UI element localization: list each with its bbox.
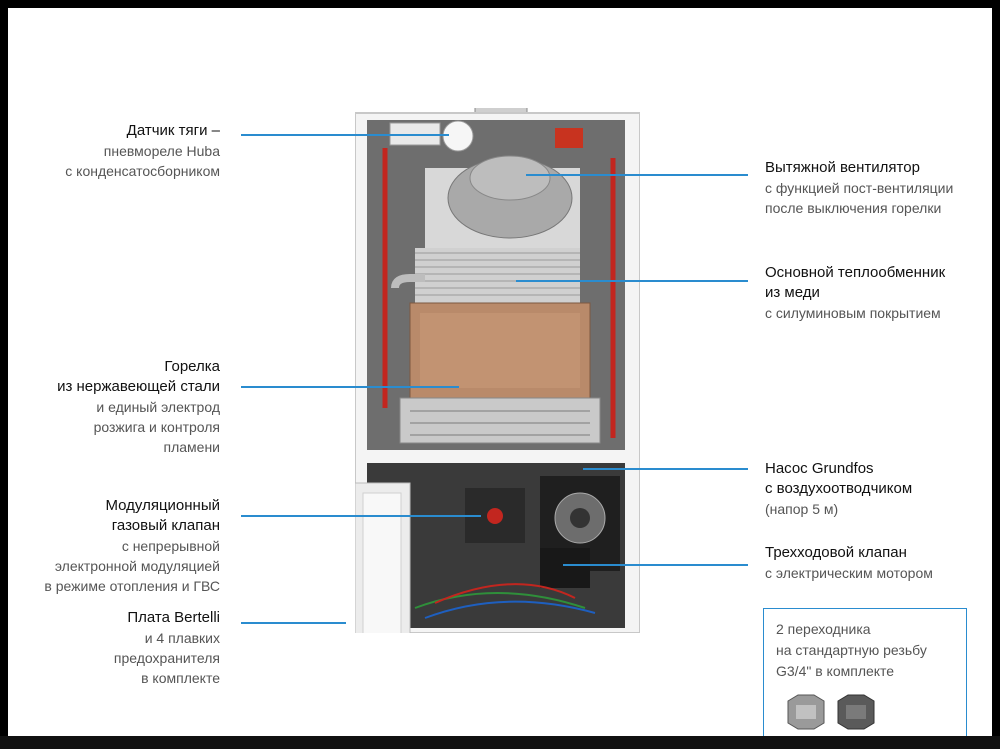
label-burner: Горелка из нержавеющей стали и единый эл… [28, 357, 220, 457]
label-gas-valve: Модуляционный газовый клапан с непрерывн… [13, 496, 220, 596]
boiler-illustration [355, 108, 640, 633]
label-pump: Насос Grundfos с воздухоотводчиком (напо… [765, 459, 990, 519]
adapters-line2: на стандартную резьбу [776, 642, 927, 658]
board-title1: Плата Bertelli [127, 609, 220, 626]
adapters-box: 2 переходника на стандартную резьбу G3/4… [763, 608, 967, 736]
leader-three-way-valve [563, 564, 748, 566]
board-sub2: предохранителя [113, 650, 220, 666]
gas-valve-sub3: в режиме отопления и ГВС [44, 578, 220, 594]
label-board: Плата Bertelli и 4 плавких предохранител… [28, 608, 220, 688]
exhaust-fan-sub2: после выключения горелки [765, 200, 942, 216]
leader-pump [583, 468, 748, 470]
burner-title1: Горелка [164, 358, 220, 375]
burner-title2: из нержавеющей стали [57, 378, 220, 395]
pump-sub1: (напор 5 м) [765, 501, 839, 517]
bottom-frame-bar [0, 736, 1000, 749]
label-exhaust-fan: Вытяжной вентилятор с функцией пост-вент… [765, 158, 990, 218]
burner-sub2: розжига и контроля [93, 419, 220, 435]
label-three-way-valve: Трехходовой клапан с электрическим мотор… [765, 543, 990, 583]
heat-exchanger-sub1: с силуминовым покрытием [765, 305, 941, 321]
leader-heat-exchanger [516, 280, 748, 282]
leader-gas-valve [241, 515, 481, 517]
adapters-text: 2 переходника на стандартную резьбу G3/4… [776, 619, 927, 682]
pump-title2: с воздухоотводчиком [765, 480, 913, 497]
exhaust-fan-title: Вытяжной вентилятор [765, 159, 920, 176]
draft-sensor-sub1: пневмореле Huba [103, 143, 220, 159]
gas-valve-title1: Модуляционный [105, 497, 220, 514]
leader-burner [241, 386, 459, 388]
heat-exchanger-title2: из меди [765, 284, 820, 301]
draft-sensor-sub2: с конденсатосборником [65, 163, 220, 179]
diagram-panel: Датчик тяги – пневмореле Huba с конденса… [8, 8, 992, 736]
leader-board [241, 622, 346, 624]
gas-valve-sub1: с непрерывной [121, 538, 220, 554]
leader-draft-sensor [241, 134, 449, 136]
draft-sensor-title: Датчик тяги – [126, 122, 220, 139]
three-way-valve-sub1: с электрическим мотором [765, 565, 933, 581]
adapter-fittings-image [787, 694, 875, 730]
board-sub1: и 4 плавких [144, 630, 220, 646]
gas-valve-title2: газовый клапан [111, 517, 220, 534]
exhaust-fan-sub1: с функцией пост-вентиляции [765, 180, 954, 196]
burner-sub1: и единый электрод [96, 399, 220, 415]
leader-exhaust-fan [526, 174, 748, 176]
label-draft-sensor: Датчик тяги – пневмореле Huba с конденса… [28, 121, 220, 181]
board-sub3: в комплекте [141, 670, 220, 686]
adapters-line1: 2 переходника [776, 621, 871, 637]
three-way-valve-title1: Трехходовой клапан [765, 544, 907, 561]
heat-exchanger-title1: Основной теплообменник [765, 264, 946, 281]
gas-valve-sub2: электронной модуляцией [54, 558, 220, 574]
label-heat-exchanger: Основной теплообменник из меди с силумин… [765, 263, 990, 323]
pump-title1: Насос Grundfos [765, 460, 874, 477]
burner-sub3: пламени [163, 439, 221, 455]
adapters-line3: G3/4" в комплекте [776, 663, 895, 679]
